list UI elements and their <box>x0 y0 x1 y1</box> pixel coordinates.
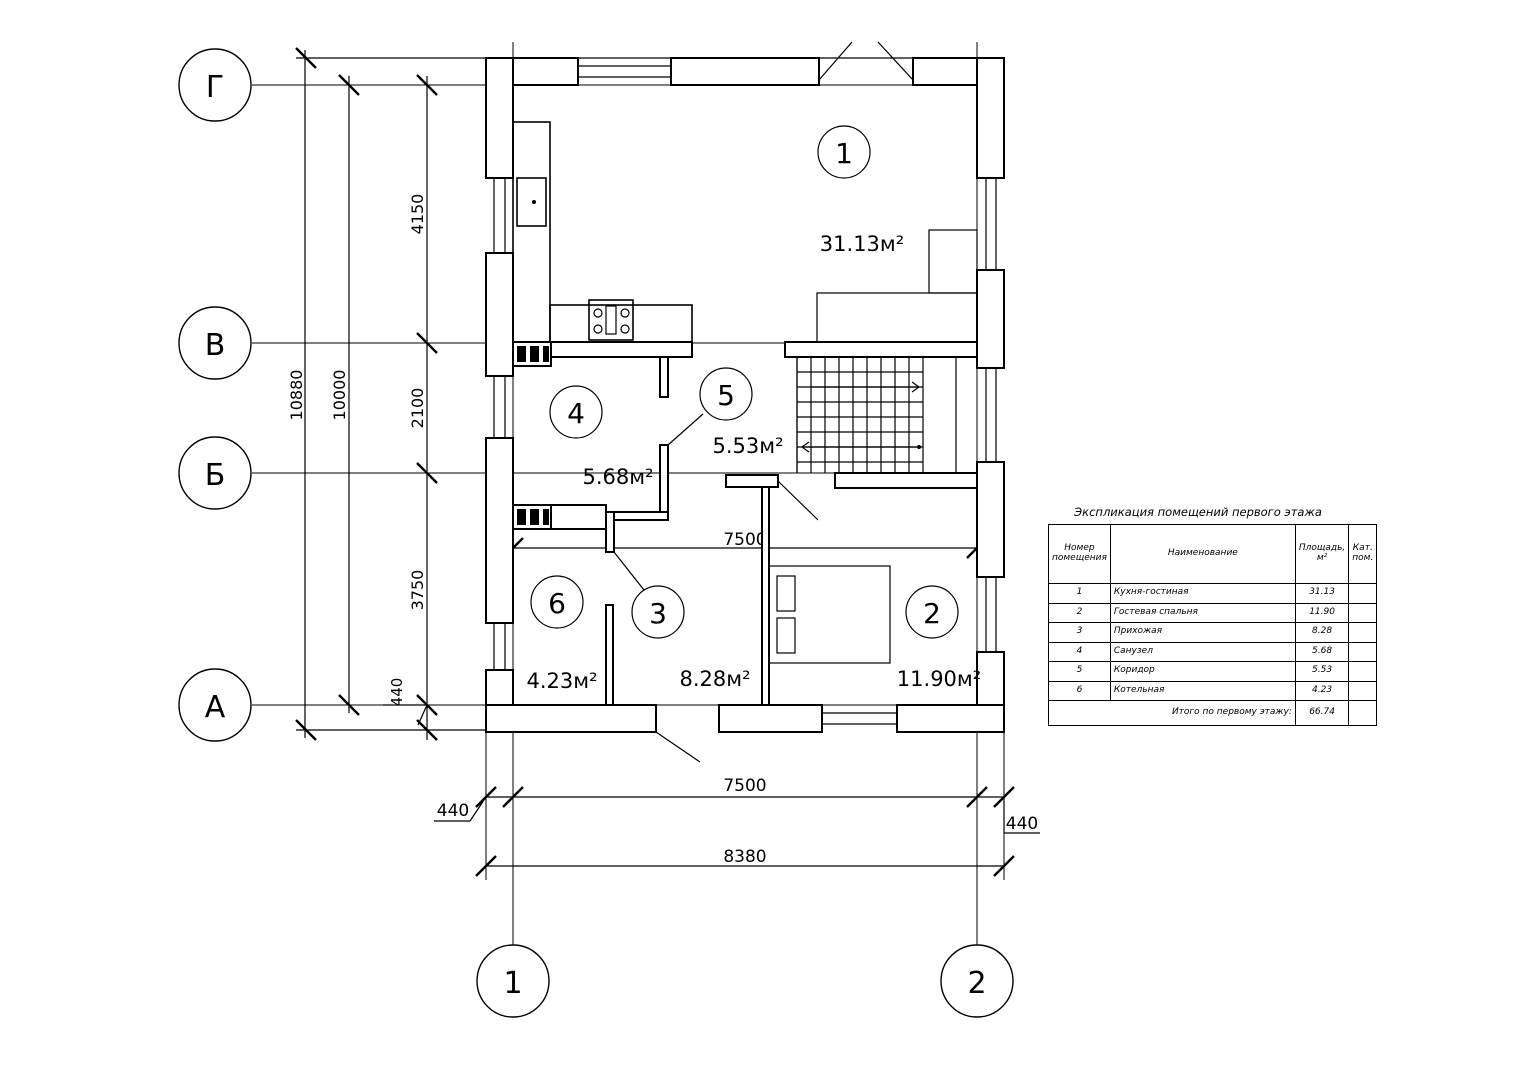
row-name: Прихожая <box>1109 622 1296 643</box>
svg-text:Б: Б <box>205 458 226 493</box>
row-name: Санузел <box>1109 641 1296 662</box>
dim-7500-bottom: 7500 <box>723 776 766 796</box>
row-name: Гостевая спальня <box>1109 602 1296 623</box>
bottom-dimensions: 7500 440 440 8380 <box>434 776 1040 877</box>
svg-text:6: 6 <box>548 587 566 620</box>
row-area: 5.68 <box>1294 641 1350 662</box>
room-4-area: 5.68м² <box>582 465 653 489</box>
dim-8380: 8380 <box>723 847 766 867</box>
total-category <box>1348 700 1378 726</box>
svg-text:5: 5 <box>717 379 735 412</box>
axis-marker-Г: Г <box>178 48 252 122</box>
explication-title: Экспликация помещений первого этажа <box>1074 505 1322 519</box>
table-row: 6 Котельная 4.23 <box>1048 680 1378 701</box>
row-area: 5.53 <box>1294 661 1350 682</box>
total-value: 66.74 <box>1294 700 1350 726</box>
row-number: 5 <box>1048 661 1111 682</box>
axis-marker-1: 1 <box>476 944 550 1018</box>
explication-header-row: Номер помещения Наименование Площадь, м²… <box>1048 524 1378 584</box>
row-name: Коридор <box>1109 661 1296 682</box>
interior-walls <box>512 229 978 706</box>
axis-marker-2: 2 <box>940 944 1014 1018</box>
row-category <box>1348 641 1378 662</box>
dim-4150: 4150 <box>408 194 427 235</box>
room-3-area: 8.28м² <box>679 667 750 691</box>
room-1-label: 1 <box>817 125 871 179</box>
header-category: Кат. пом. <box>1348 524 1378 584</box>
table-row: 4 Санузел 5.68 <box>1048 641 1378 662</box>
table-row: 5 Коридор 5.53 <box>1048 661 1378 682</box>
row-category <box>1348 622 1378 643</box>
axis-marker-А: А <box>178 668 252 742</box>
dim-3750: 3750 <box>408 570 427 611</box>
kitchen-counter <box>512 121 693 343</box>
header-number: Номер помещения <box>1048 524 1111 584</box>
bed <box>768 565 891 664</box>
svg-text:1: 1 <box>835 137 853 170</box>
dim-10880: 10880 <box>287 370 306 421</box>
row-category <box>1348 680 1378 701</box>
row-number: 1 <box>1048 583 1111 604</box>
dim-10000: 10000 <box>330 370 349 421</box>
dim-440-left: 440 <box>388 678 406 707</box>
svg-text:Г: Г <box>206 70 224 105</box>
svg-text:2: 2 <box>923 597 941 630</box>
row-category <box>1348 583 1378 604</box>
axis-marker-Б: Б <box>178 436 252 510</box>
row-name: Котельная <box>1109 680 1296 701</box>
total-label: Итого по первому этажу: <box>1048 700 1296 726</box>
total-row: Итого по первому этажу: 66.74 <box>1048 700 1378 726</box>
svg-text:2: 2 <box>967 966 986 1001</box>
room-4-label: 4 <box>549 385 603 439</box>
room-6-label: 6 <box>530 575 584 629</box>
axis-marker-В: В <box>178 306 252 380</box>
header-name: Наименование <box>1109 524 1296 584</box>
explication-table: Номер помещения Наименование Площадь, м²… <box>1048 524 1378 726</box>
row-area: 4.23 <box>1294 680 1350 701</box>
svg-text:1: 1 <box>503 966 522 1001</box>
dim-440-bottom-left: 440 <box>437 801 469 821</box>
dim-7500-inner: 7500 <box>723 530 766 550</box>
axis-lines <box>252 42 1005 945</box>
table-row: 1 Кухня-гостиная 31.13 <box>1048 583 1378 604</box>
row-area: 8.28 <box>1294 622 1350 643</box>
room-6-area: 4.23м² <box>526 669 597 693</box>
svg-text:3: 3 <box>649 597 667 630</box>
row-number: 6 <box>1048 680 1111 701</box>
room-3-label: 3 <box>631 585 685 639</box>
table-row: 3 Прихожая 8.28 <box>1048 622 1378 643</box>
dim-2100: 2100 <box>408 388 427 429</box>
row-number: 2 <box>1048 602 1111 623</box>
room-5-area: 5.53м² <box>712 434 783 458</box>
room-2-area: 11.90м² <box>897 667 981 691</box>
row-number: 4 <box>1048 641 1111 662</box>
svg-text:4: 4 <box>567 397 585 430</box>
row-area: 31.13 <box>1294 583 1350 604</box>
staircase <box>796 357 957 473</box>
row-name: Кухня-гостиная <box>1109 583 1296 604</box>
inner-dimension: 7500 <box>502 530 988 559</box>
row-number: 3 <box>1048 622 1111 643</box>
header-area: Площадь, м² <box>1294 524 1350 584</box>
svg-text:В: В <box>205 328 226 363</box>
left-dimensions: 10880 10000 4150 2100 3750 440 <box>287 47 1000 741</box>
room-5-label: 5 <box>699 367 753 421</box>
row-category <box>1348 661 1378 682</box>
row-category <box>1348 602 1378 623</box>
dim-440-bottom-right: 440 <box>1006 814 1038 834</box>
room-1-area: 31.13м² <box>820 232 904 256</box>
table-row: 2 Гостевая спальня 11.90 <box>1048 602 1378 623</box>
exterior-walls <box>485 41 1005 763</box>
row-area: 11.90 <box>1294 602 1350 623</box>
room-2-label: 2 <box>905 585 959 639</box>
svg-text:А: А <box>205 690 226 725</box>
